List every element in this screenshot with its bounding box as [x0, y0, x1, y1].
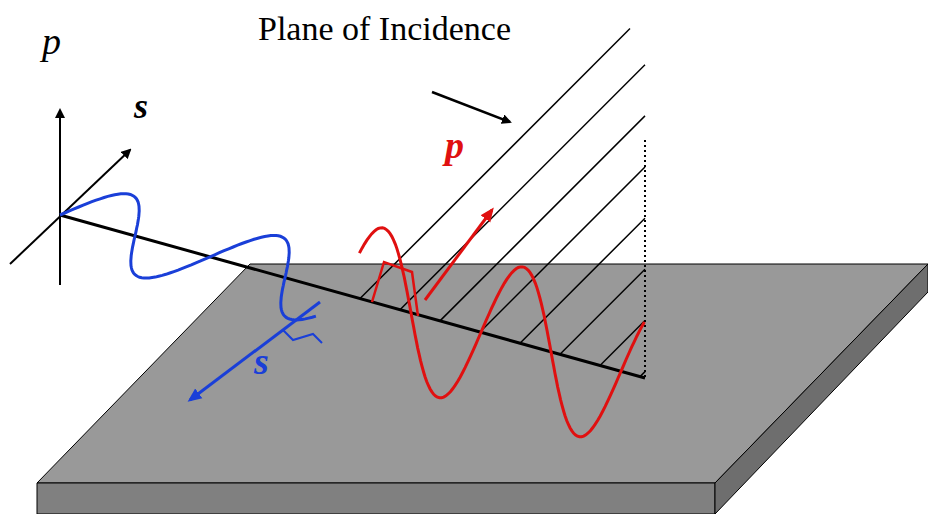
plane-label: Plane of Incidence [258, 12, 511, 46]
hatch-line [440, 116, 645, 321]
hatch-line [560, 269, 645, 354]
hatch-line [400, 65, 645, 310]
slab-front [37, 483, 715, 514]
axis-label: s [134, 88, 148, 124]
hatch-line [520, 218, 645, 343]
slab-top [37, 264, 928, 483]
s-vector [190, 302, 320, 400]
plane-hatching [360, 29, 645, 377]
p-axis [59, 110, 61, 285]
right-angle-mark [283, 330, 322, 343]
s-axis [10, 150, 130, 264]
vector-label: p [445, 126, 464, 164]
p-wave [359, 228, 644, 437]
hatch-line [600, 320, 645, 365]
vector-label: s [254, 342, 269, 380]
hatch-line [480, 167, 645, 332]
plane-edge [644, 140, 646, 378]
slab-side [715, 264, 928, 514]
label-arrow [432, 92, 510, 122]
axis-label: p [42, 22, 61, 60]
right-angle-mark [372, 262, 418, 316]
ray-line [60, 215, 645, 378]
s-wave [60, 194, 316, 320]
p-vector [425, 210, 492, 300]
